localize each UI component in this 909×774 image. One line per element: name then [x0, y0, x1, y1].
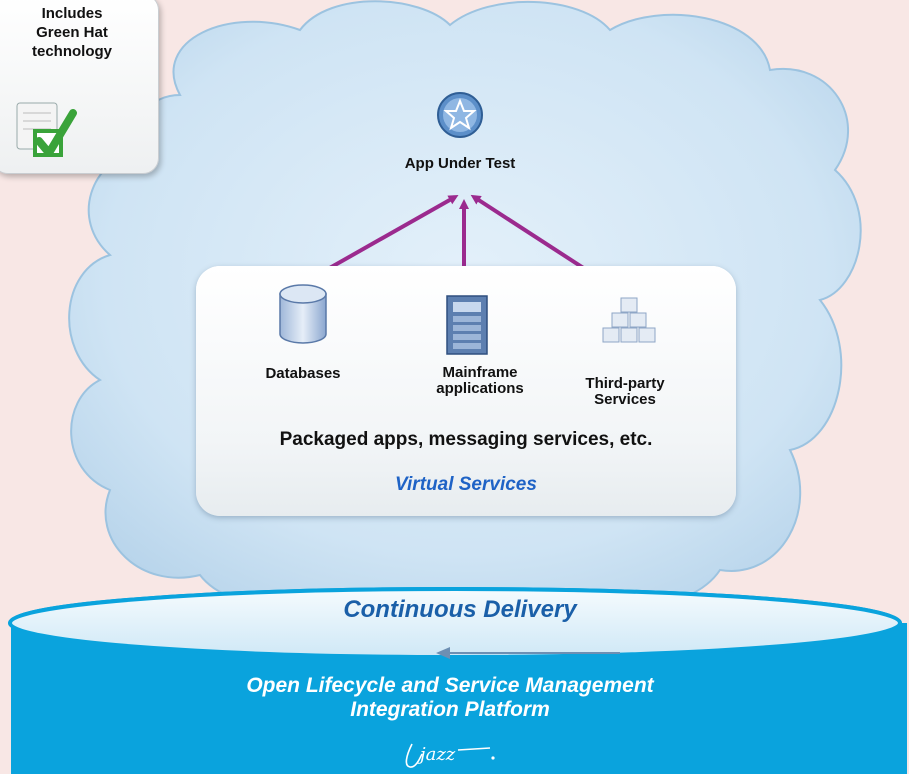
badge-line-1: Includes: [41, 5, 103, 22]
badge-line-2: Green Hat: [36, 23, 108, 41]
badge-text: Includes Green Hat technology: [0, 5, 151, 61]
app-under-test-label: App Under Test: [404, 155, 516, 172]
third-party-label: Third-party Services: [555, 376, 695, 408]
third-party-services-icon: [602, 297, 656, 343]
database-icon: [279, 284, 327, 344]
platform-label: Open Lifecycle and Service Management In…: [120, 674, 780, 722]
virtual-services-label: Virtual Services: [395, 474, 537, 495]
mainframe-label-line-1: Mainframe: [442, 364, 518, 381]
jazz-logo-text: jazz: [416, 744, 456, 765]
badge-line-3: technology: [31, 42, 112, 60]
databases-label: Databases: [265, 365, 341, 382]
third-party-label-line-2: Services: [594, 390, 656, 408]
third-party-label-line-1: Third-party: [585, 375, 665, 392]
platform-ring-overlay: [8, 587, 902, 659]
mainframe-label-line-2: applications: [436, 379, 524, 397]
packaged-apps-label: Packaged apps, messaging services, etc.: [279, 429, 653, 450]
jazz-logo: jazz: [405, 743, 495, 768]
green-hat-badge: Includes Green Hat technology: [0, 0, 159, 174]
arrow-to-databases: [308, 195, 459, 280]
mainframe-icon: [446, 295, 488, 355]
mainframe-label: Mainframe applications: [400, 365, 560, 397]
green-check-icon: [16, 102, 77, 157]
platform-label-line-1: Open Lifecycle and Service Management: [246, 674, 654, 697]
app-under-test-icon: [437, 92, 483, 138]
platform-label-line-2: Integration Platform: [350, 698, 550, 722]
continuous-delivery-label: Continuous Delivery: [343, 596, 577, 623]
